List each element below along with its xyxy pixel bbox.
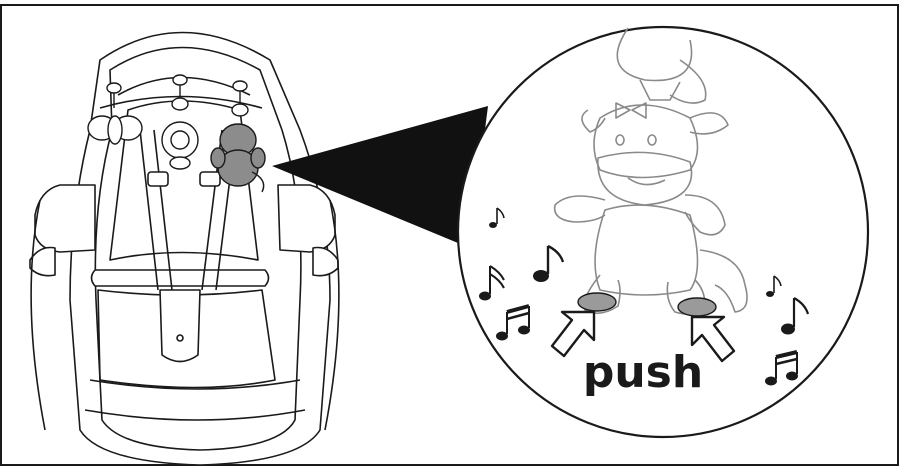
push-arrow-icon (550, 310, 736, 363)
cow-toy-magnified (553, 27, 748, 315)
zoom-wedge (272, 106, 488, 248)
music-note-icon (479, 207, 810, 386)
figure-border (0, 4, 899, 466)
push-label: push (583, 347, 703, 398)
high-chair (29, 31, 340, 466)
right-foot-button[interactable] (677, 297, 717, 317)
left-foot-button[interactable] (577, 292, 617, 312)
cow-toy-icon (210, 80, 266, 193)
flower-toy-icon (161, 74, 199, 170)
butterfly-toy-icon (87, 82, 143, 145)
